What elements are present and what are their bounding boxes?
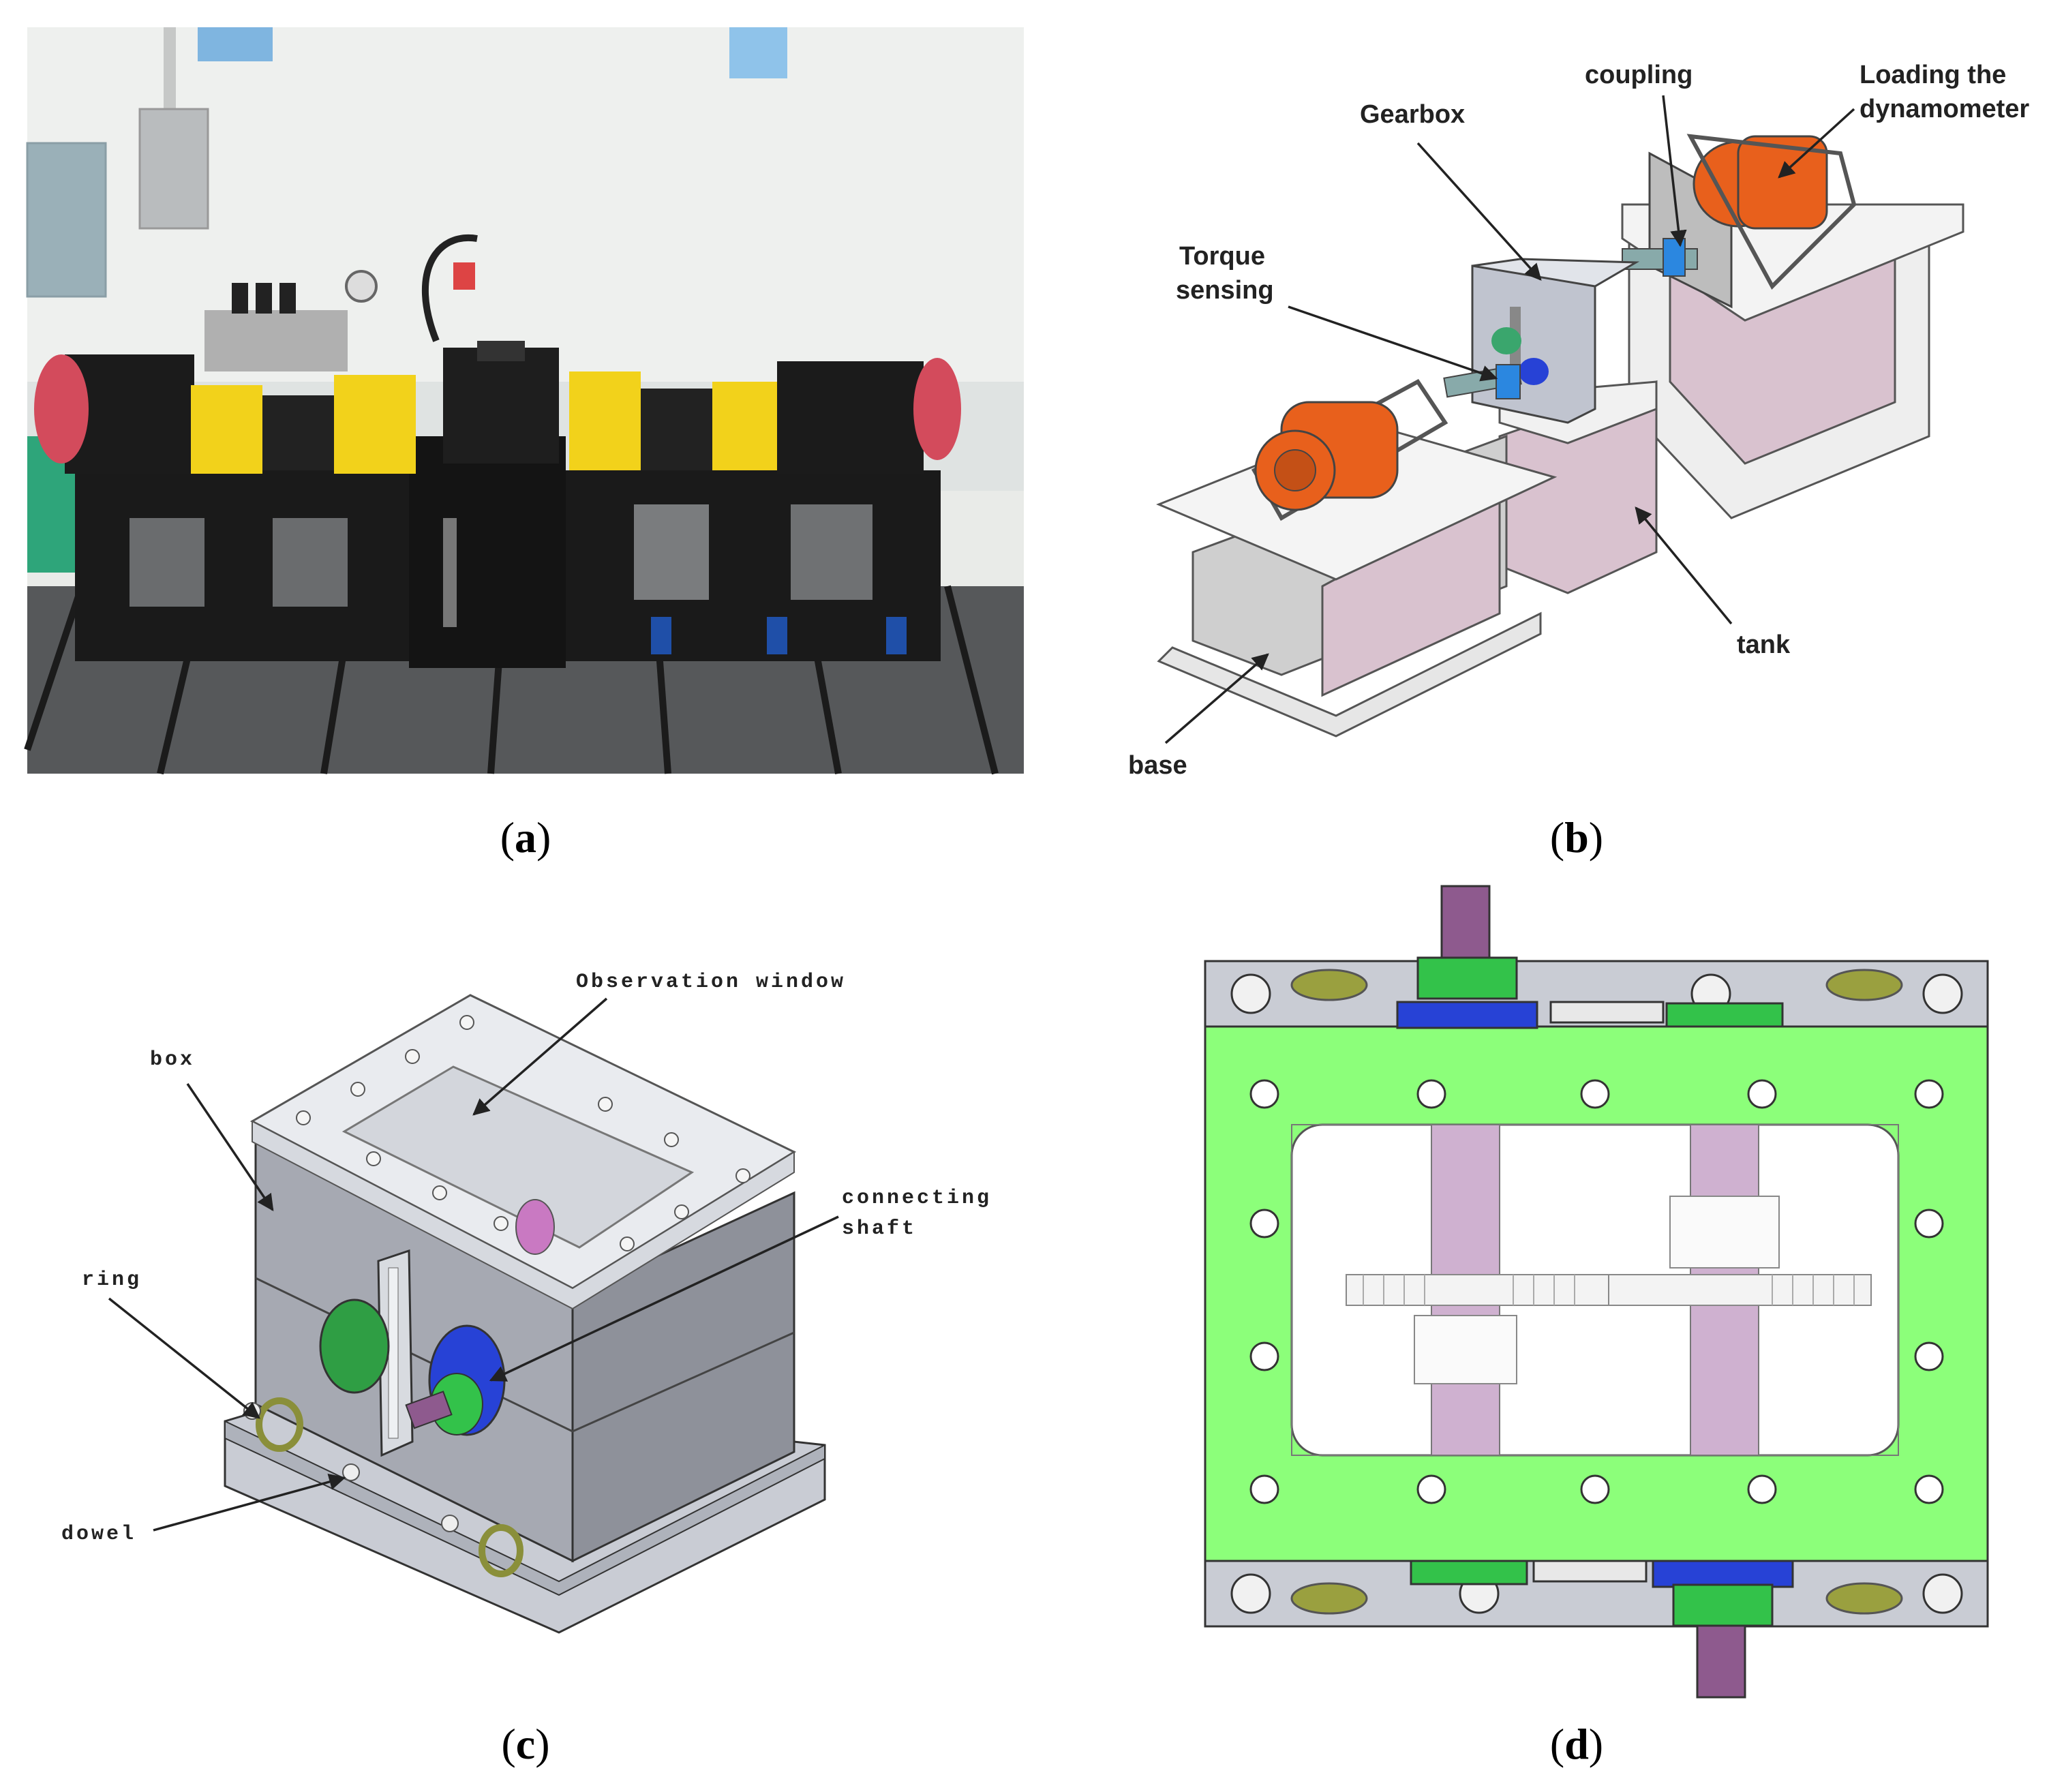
label-tank: tank bbox=[1737, 631, 1791, 659]
label-box: box bbox=[150, 1048, 195, 1072]
drive-motor bbox=[1251, 379, 1448, 521]
plate-bolts bbox=[1249, 1079, 1944, 1504]
label-dowel: dowel bbox=[61, 1523, 136, 1546]
label-torque-line2: sensing bbox=[1176, 276, 1274, 305]
caption-b: (b) bbox=[1550, 813, 1603, 862]
panel-b-assembly bbox=[1156, 134, 1964, 738]
label-ring: ring bbox=[82, 1269, 142, 1292]
panel-a-photo bbox=[24, 27, 1024, 775]
label-torque-line1: Torque bbox=[1179, 242, 1265, 271]
label-loading-line1: Loading the bbox=[1860, 61, 2006, 89]
caption-d: (d) bbox=[1550, 1720, 1603, 1768]
panel-c-gearbox-iso bbox=[224, 994, 826, 1634]
lifting-rings bbox=[1290, 969, 1903, 1615]
label-connecting-line2: shaft bbox=[842, 1217, 917, 1241]
bar-bolts bbox=[1230, 973, 1963, 1614]
caption-c: (c) bbox=[501, 1720, 549, 1768]
label-connecting-line1: connecting bbox=[842, 1187, 992, 1210]
panel-d-top-view bbox=[1204, 885, 1989, 1699]
label-gearbox: Gearbox bbox=[1360, 100, 1465, 129]
caption-a: (a) bbox=[500, 813, 551, 862]
label-coupling: coupling bbox=[1585, 61, 1693, 89]
label-loading-line2: dynamometer bbox=[1860, 95, 2029, 123]
lid-bolts bbox=[296, 1015, 750, 1251]
label-observation-window: Observation window bbox=[576, 971, 846, 994]
gear-teeth bbox=[1363, 1275, 1855, 1305]
loading-dynamometer-motor bbox=[1648, 134, 1857, 309]
panel-c-labels: Observation window box connecting shaft … bbox=[61, 971, 992, 1546]
label-base: base bbox=[1128, 751, 1187, 780]
panel-b-labels: Gearbox coupling Loading the dynamometer… bbox=[1128, 61, 2029, 780]
